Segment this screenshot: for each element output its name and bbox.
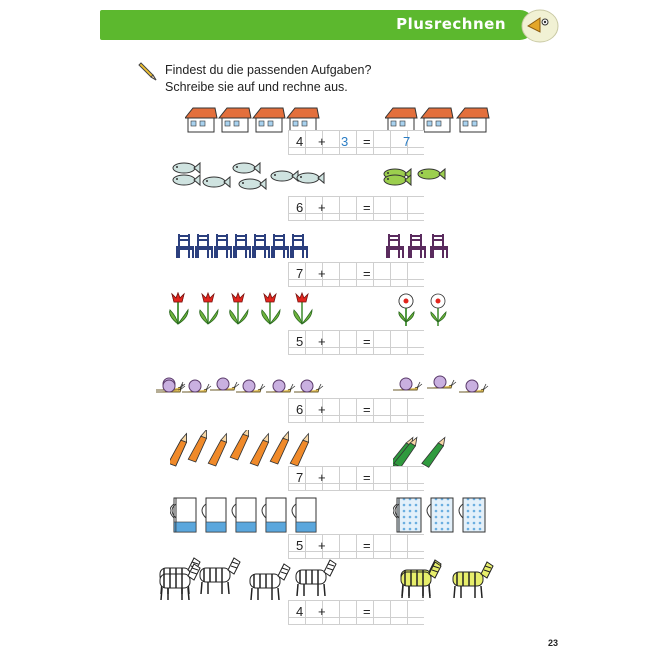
equation-row: 7 + = (288, 466, 424, 490)
tulips-left-picture (168, 291, 313, 325)
equation-row: 5 + = (288, 534, 424, 558)
orange-pencils-left-picture (170, 430, 312, 468)
bird-mascot-icon (521, 9, 559, 43)
header-bar: Plusrechnen (100, 10, 534, 40)
equation-row: 4 + = (288, 600, 424, 624)
equation-row: 6 + = (288, 196, 424, 220)
first-number: 4 (296, 134, 304, 149)
houses-left-picture (185, 107, 320, 133)
equals-sign: = (363, 200, 371, 215)
answer-grid (288, 196, 424, 221)
equals-sign: = (363, 134, 371, 149)
blue-jugs-left-picture (170, 497, 317, 533)
answer-grid (288, 330, 424, 355)
plus-sign: + (318, 266, 326, 281)
answer-grid (288, 534, 424, 559)
second-number[interactable]: 3 (341, 134, 349, 149)
equals-sign: = (363, 402, 371, 417)
first-number: 6 (296, 402, 304, 417)
chairs-right-picture (386, 233, 448, 259)
fish-right-picture (383, 167, 446, 186)
equation-row: 6 + = (288, 398, 424, 422)
instruction-line-1: Findest du die passenden Aufgaben? (165, 63, 372, 77)
plus-sign: + (318, 470, 326, 485)
plus-sign: + (318, 134, 326, 149)
plus-sign: + (318, 200, 326, 215)
plus-sign: + (318, 538, 326, 553)
answer-grid (288, 398, 424, 423)
first-number: 5 (296, 538, 304, 553)
first-number: 4 (296, 604, 304, 619)
dotted-jugs-right-picture (393, 497, 486, 533)
answer-grid (288, 466, 424, 491)
instruction-line-2: Schreibe sie auf und rechne aus. (165, 80, 348, 94)
plus-sign: + (318, 402, 326, 417)
snails-right-picture (393, 375, 489, 393)
equals-sign: = (363, 334, 371, 349)
fish-left-picture (172, 161, 325, 190)
page-number: 23 (548, 638, 559, 648)
first-number: 7 (296, 470, 304, 485)
equals-sign: = (363, 604, 371, 619)
equals-sign: = (363, 470, 371, 485)
equation-row: 5 + = (288, 330, 424, 354)
equation-row: 7 + = (288, 262, 424, 286)
answer-grid (288, 262, 424, 287)
instructions: Findest du die passenden Aufgaben? Schre… (165, 62, 371, 96)
page-title: Plusrechnen (396, 15, 506, 33)
answer-grid (288, 600, 424, 625)
result-number[interactable]: 7 (403, 134, 411, 149)
snails-left-picture (156, 377, 324, 393)
equation-row: 4 + 3 = 7 (288, 130, 424, 154)
first-number: 5 (296, 334, 304, 349)
first-number: 7 (296, 266, 304, 281)
plus-sign: + (318, 334, 326, 349)
first-number: 6 (296, 200, 304, 215)
equals-sign: = (363, 266, 371, 281)
equals-sign: = (363, 538, 371, 553)
yellow-zebras-right-picture (400, 559, 494, 599)
daisies-right-picture (398, 293, 447, 327)
chairs-left-picture (176, 233, 308, 259)
pencil-icon (138, 62, 157, 81)
answer-grid (288, 130, 424, 155)
plus-sign: + (318, 604, 326, 619)
zebras-left-picture (159, 557, 337, 600)
